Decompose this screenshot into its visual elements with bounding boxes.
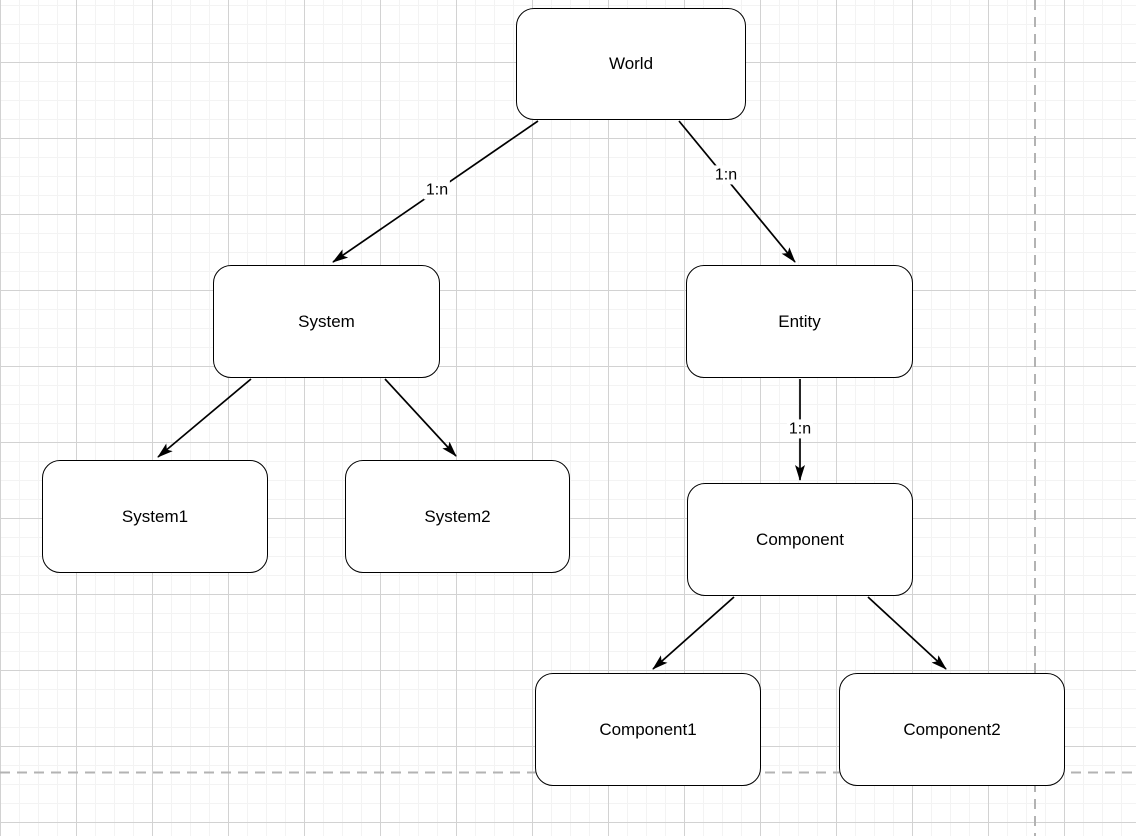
edge-label-world-system[interactable]: 1:n bbox=[423, 180, 451, 200]
node-system1-label: System1 bbox=[121, 506, 189, 526]
node-component1[interactable]: Component1 bbox=[535, 673, 761, 786]
edge-label-world-entity[interactable]: 1:n bbox=[712, 165, 740, 185]
node-component2-label: Component2 bbox=[903, 719, 1001, 739]
edge-system-system1[interactable] bbox=[157, 378, 252, 458]
node-component2[interactable]: Component2 bbox=[839, 673, 1065, 786]
node-entity-label: Entity bbox=[778, 311, 821, 331]
node-component[interactable]: Component bbox=[687, 483, 913, 596]
node-component-label: Component bbox=[756, 529, 844, 549]
node-system-label: System bbox=[298, 311, 355, 331]
edge-world-entity[interactable] bbox=[678, 120, 796, 263]
edge-label-entity-component[interactable]: 1:n bbox=[786, 419, 814, 439]
node-component1-label: Component1 bbox=[599, 719, 697, 739]
node-system[interactable]: System bbox=[213, 265, 440, 378]
node-system2[interactable]: System2 bbox=[345, 460, 570, 573]
node-system1[interactable]: System1 bbox=[42, 460, 268, 573]
edge-component-component2[interactable] bbox=[867, 596, 947, 670]
node-world-label: World bbox=[608, 54, 654, 73]
edge-component-component1[interactable] bbox=[652, 596, 735, 670]
node-system2-label: System2 bbox=[424, 506, 491, 526]
edge-system-system2[interactable] bbox=[384, 378, 457, 457]
node-entity[interactable]: Entity bbox=[686, 265, 913, 378]
node-world[interactable]: World bbox=[516, 8, 746, 120]
